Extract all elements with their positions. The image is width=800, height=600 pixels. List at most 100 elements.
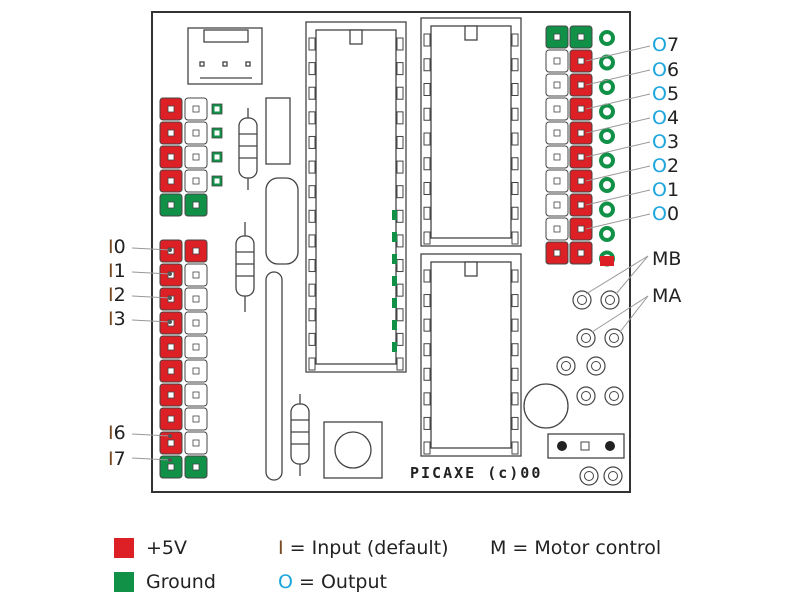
chip-processor-pin (396, 332, 404, 346)
top-connector (187, 27, 263, 85)
chip-processor-pin (396, 185, 404, 199)
top-header-ground-pad-hole (214, 106, 220, 112)
chip-driver-bottom-pin (423, 367, 431, 381)
chip-processor-pin (308, 111, 316, 125)
motor-pad-hole (605, 295, 615, 305)
capacitor (265, 97, 291, 165)
chip-driver-bottom-pin (423, 392, 431, 406)
output-pad-hole (603, 107, 611, 116)
legend-input: I = Input (default) (278, 537, 449, 559)
chip-driver-top (420, 17, 522, 247)
output-header-power-pin-hole (577, 225, 585, 233)
chip-driver-bottom-pin (423, 416, 431, 430)
output-pad-hole (603, 181, 611, 189)
output-label-2: O2 (652, 155, 680, 177)
output-label-6: O6 (652, 59, 680, 81)
top-header-ground-pin-hole (167, 201, 175, 209)
top-header-signal-pin-hole (192, 177, 200, 185)
chip-processor-pin (396, 234, 404, 248)
input-header-ground-pin-hole (167, 463, 175, 471)
motor-pad-hole (561, 361, 571, 371)
top-header-signal-pin-hole (192, 105, 200, 113)
chip-processor-pin (396, 259, 404, 273)
chip-processor-pin (396, 283, 404, 297)
chip-processor-pin (396, 357, 404, 371)
chip-processor-pin (308, 160, 316, 174)
chip-driver-top-pin (423, 182, 431, 195)
chip-processor-core (315, 29, 397, 365)
output-header-ground-pin-hole (577, 33, 585, 41)
top-header-power-pin-hole (167, 129, 175, 137)
output-label-4: O4 (652, 107, 680, 129)
input-header-signal-pin-hole (192, 439, 200, 447)
input-label-2: I2 (108, 284, 126, 306)
headers (159, 25, 624, 486)
output-label-1: O1 (652, 179, 680, 201)
board-brand-text: PICAXE (c)00 (410, 464, 543, 482)
output-pad-hole (603, 230, 611, 238)
legend-output: O = Output (278, 571, 387, 593)
chip-driver-top-pin (511, 33, 519, 47)
input-leader (131, 319, 171, 323)
processor-trace (392, 232, 397, 242)
chip-driver-bottom-pin (511, 294, 519, 308)
output-leader (585, 69, 651, 86)
motor-pad-hole (584, 471, 594, 481)
input-header-signal-pin-hole (192, 319, 200, 327)
chip-driver-top-core (430, 25, 512, 239)
input-header-power-pin-hole (167, 415, 175, 423)
chip-driver-bottom-pin (423, 318, 431, 332)
chip-driver-top-pin (423, 132, 431, 146)
buzzer (523, 383, 569, 429)
top-header-ground-pin-hole (192, 201, 200, 209)
output-leader (585, 141, 651, 158)
chip-driver-bottom-pin (423, 441, 431, 455)
chip-driver-top-pin (423, 58, 431, 72)
chip-driver-bottom-pin (511, 367, 519, 381)
motor-label-mb: MB (652, 248, 682, 270)
chip-driver-bottom-pin (511, 392, 519, 406)
chip-driver-bottom-pin (511, 269, 519, 283)
chip-driver-bottom-pin (423, 343, 431, 357)
chip-processor-pin (308, 86, 316, 100)
output-header-power-pin-hole (577, 201, 585, 209)
output-leader (585, 117, 651, 134)
output-pad-hole (603, 132, 611, 140)
input-leader-dot (168, 458, 172, 462)
chip-driver-top-pin (423, 157, 431, 171)
output-pad-hole (603, 83, 611, 91)
board-layer (131, 11, 651, 493)
chip-driver-bottom-pin (511, 441, 519, 455)
output-label-3: O3 (652, 131, 680, 153)
chip-driver-bottom-pin (423, 269, 431, 283)
output-leader (585, 189, 651, 206)
top-header-ground-pad-hole (214, 178, 220, 184)
chip-processor-pin (396, 308, 404, 322)
chip-driver-bottom-notch (464, 261, 478, 277)
chip-processor-pin (396, 111, 404, 125)
output-header-power-pin-hole (577, 129, 585, 137)
motor-pad-hole (581, 333, 591, 343)
output-pad-hole (603, 156, 611, 165)
chip-processor-pin (308, 357, 316, 371)
output-header-power-pin-hole (577, 57, 585, 65)
input-header-ground-pin-hole (192, 463, 200, 471)
output-pad-hole (603, 58, 611, 67)
chip-driver-top-pin (511, 83, 519, 96)
output-header-power-pin-hole (553, 249, 561, 257)
legend-power-swatch (114, 538, 134, 558)
chip-driver-top-pin (511, 58, 519, 72)
chip-processor-pin (396, 86, 404, 100)
reset-button (323, 421, 383, 479)
chip-driver-top-pin (511, 206, 519, 220)
chip-processor-pin (396, 135, 404, 149)
motor-a-leader (591, 295, 649, 333)
output-pad-hole (603, 205, 611, 214)
chip-processor-pin (308, 209, 316, 223)
top-header-ground-pad-hole (214, 130, 220, 136)
chip-driver-bottom-core (430, 261, 512, 449)
motor-pad-hole (609, 333, 619, 343)
input-leader (131, 457, 171, 461)
chip-processor-pin (308, 332, 316, 346)
